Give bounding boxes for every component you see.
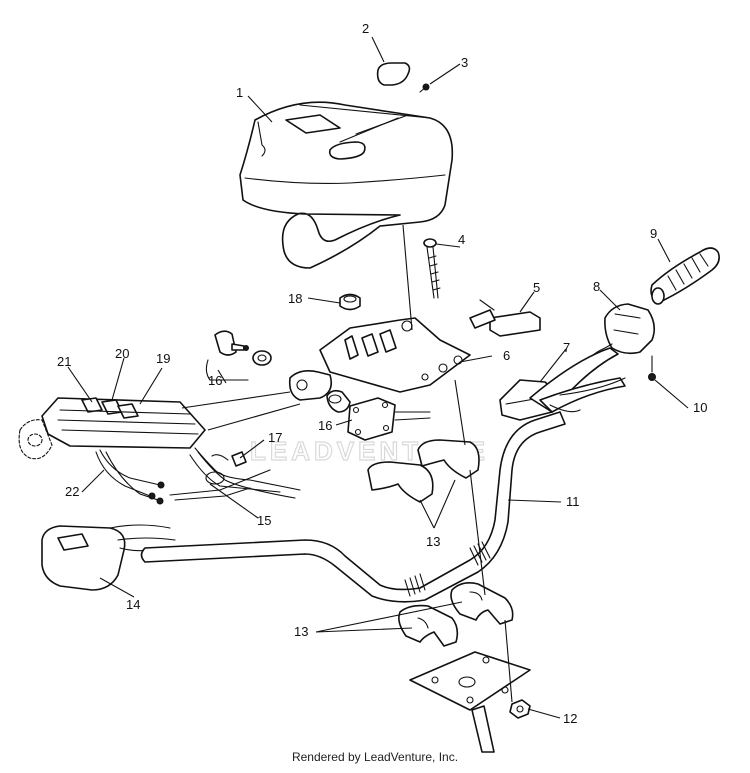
callout-17: 17 (268, 430, 282, 445)
callout-5: 5 (533, 280, 540, 295)
clamp-lower (398, 582, 514, 647)
leader-lines (67, 36, 689, 719)
callout-1: 1 (236, 85, 243, 100)
callout-21: 21 (57, 354, 71, 369)
callout-20: 20 (115, 346, 129, 361)
switch-housing (591, 303, 656, 357)
handlebar (140, 411, 566, 603)
wire-harness-15 (169, 447, 301, 501)
base-plate (409, 651, 531, 753)
callout-15: 15 (257, 513, 271, 528)
callout-16-upper: 16 (208, 373, 222, 388)
callout-13-upper: 13 (426, 534, 440, 549)
callout-labels: 1 2 3 4 5 6 7 8 9 10 11 12 13 13 14 15 1… (57, 21, 707, 726)
switch-panel (18, 397, 206, 460)
hand-grip (650, 247, 720, 305)
callout-6: 6 (503, 348, 510, 363)
callout-10: 10 (693, 400, 707, 415)
callout-2: 2 (362, 21, 369, 36)
wire-harness-22 (95, 449, 165, 505)
callout-18: 18 (288, 291, 302, 306)
callout-3: 3 (461, 55, 468, 70)
callout-9: 9 (650, 226, 657, 241)
callout-22: 22 (65, 484, 79, 499)
callout-19: 19 (156, 351, 170, 366)
callout-7: 7 (563, 340, 570, 355)
clamp-upper (367, 439, 480, 503)
callout-11: 11 (566, 494, 580, 509)
key-switch (205, 330, 272, 381)
brake-lever (499, 347, 626, 421)
footer-credit: Rendered by LeadVenture, Inc. (291, 750, 459, 764)
callout-8: 8 (593, 279, 600, 294)
mounting-bracket (288, 317, 471, 401)
control-housing (41, 524, 176, 591)
bolt (423, 238, 441, 299)
nut (509, 699, 531, 719)
callout-14: 14 (126, 597, 140, 612)
screw-10 (648, 355, 656, 381)
handlebar-cover (239, 101, 454, 269)
grommet (339, 293, 361, 311)
lens (376, 62, 411, 86)
screw-small (419, 83, 430, 93)
switch (469, 299, 541, 337)
callout-13-lower: 13 (294, 624, 308, 639)
callout-4: 4 (458, 232, 465, 247)
callout-16-lower: 16 (318, 418, 332, 433)
callout-12: 12 (563, 711, 577, 726)
ignition-switch (326, 389, 431, 441)
assembly-lines (181, 224, 513, 703)
